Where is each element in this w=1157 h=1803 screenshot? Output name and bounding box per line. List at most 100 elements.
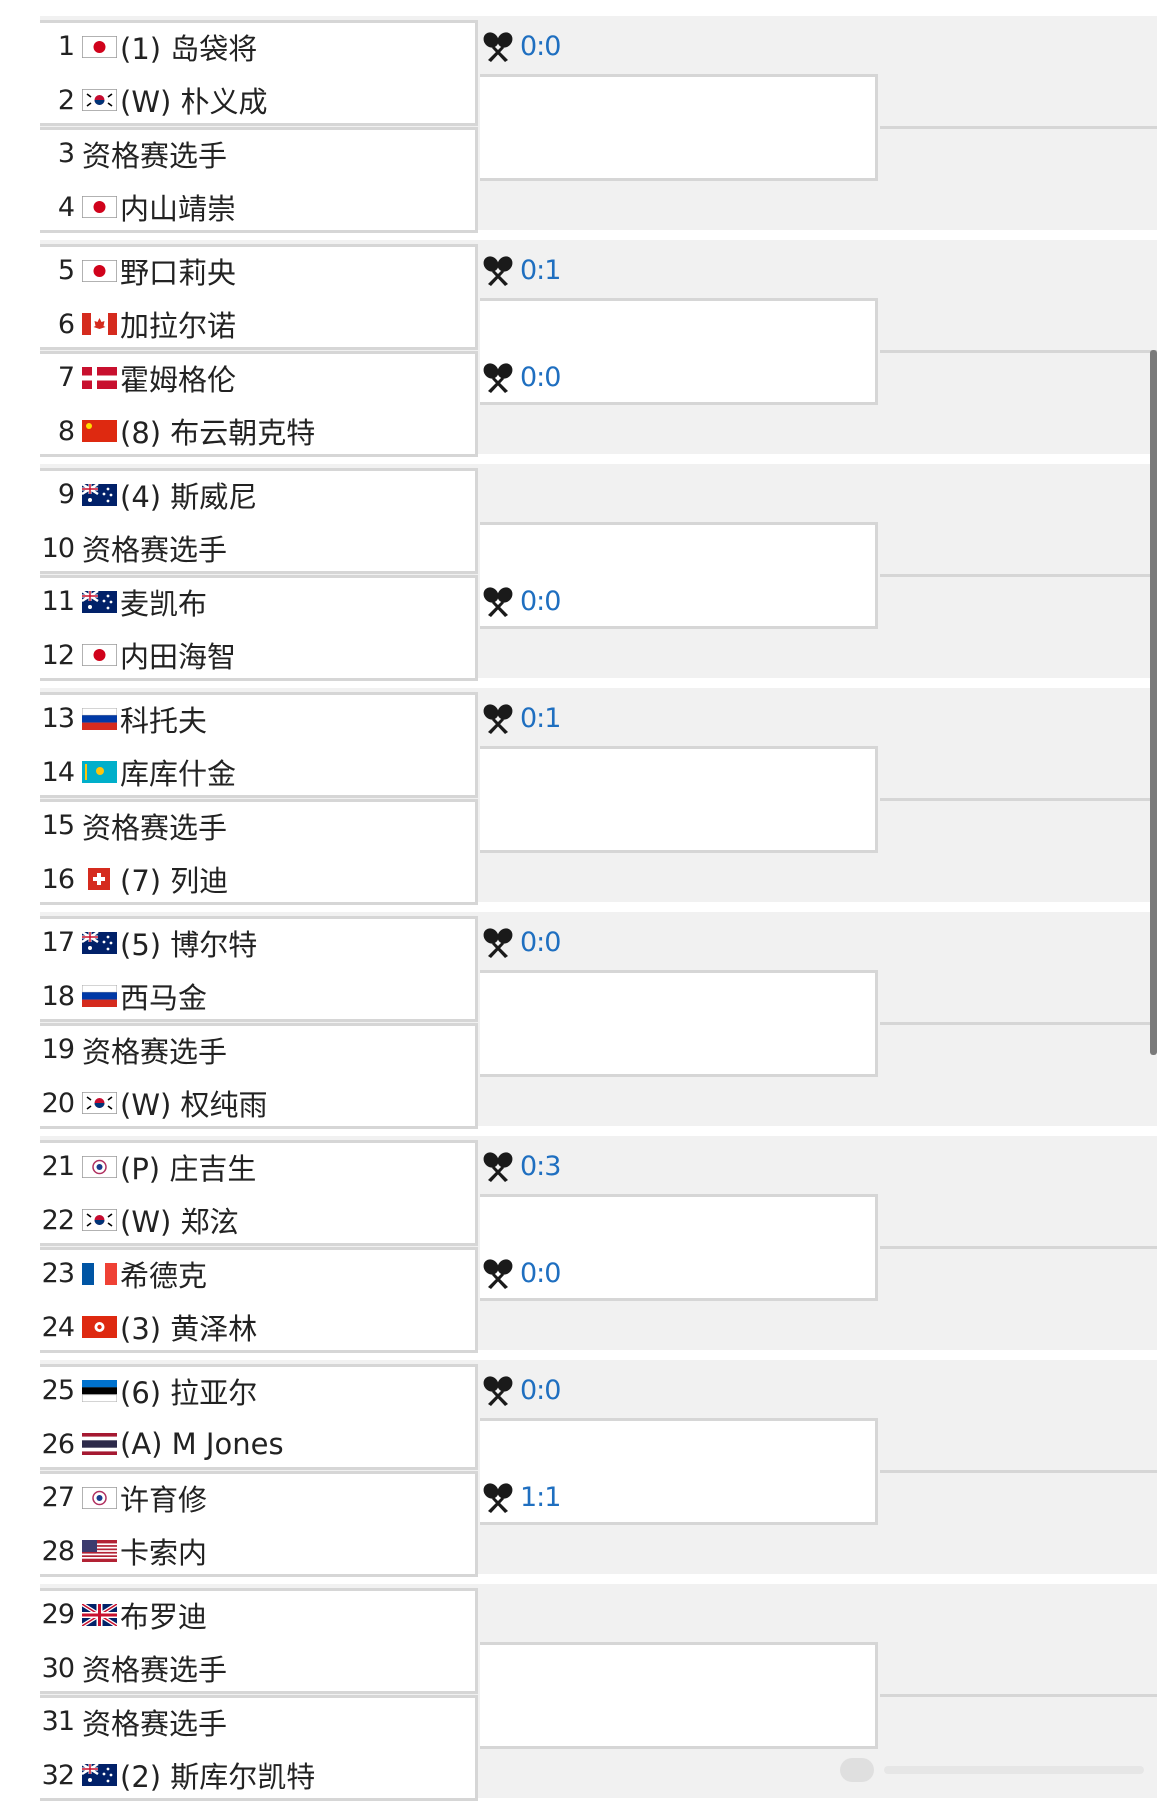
player-name[interactable]: (W) 朴义成 <box>120 85 268 119</box>
draw-position: 13 <box>41 703 75 734</box>
player-name[interactable]: (A) M Jones <box>120 1427 284 1461</box>
draw-position: 7 <box>57 362 75 393</box>
player-name[interactable]: 西马金 <box>120 981 208 1015</box>
head-to-head-badge[interactable]: 0:3 <box>482 1148 561 1184</box>
head-to-head-score[interactable]: 1:1 <box>520 1481 561 1513</box>
head-to-head-badge[interactable]: 0:1 <box>482 700 561 736</box>
draw-position: 9 <box>57 479 75 510</box>
player-row[interactable]: 25(6) 拉亚尔 <box>40 1364 476 1417</box>
vertical-scrollbar[interactable] <box>1150 350 1157 1055</box>
player-name[interactable]: (4) 斯威尼 <box>120 479 258 514</box>
player-name[interactable]: 许育修 <box>120 1482 208 1517</box>
player-name[interactable]: (7) 列迪 <box>120 864 229 898</box>
head-to-head-badge[interactable]: 0:1 <box>482 252 561 288</box>
usa-flag-icon <box>82 1540 117 1562</box>
head-to-head-score[interactable]: 0:0 <box>520 1374 561 1406</box>
head-to-head-badge[interactable]: 1:1 <box>482 1479 561 1515</box>
player-name[interactable]: (2) 斯库尔凯特 <box>120 1760 316 1794</box>
denmark-flag-icon <box>82 366 117 389</box>
player-name[interactable]: (6) 拉亚尔 <box>120 1375 258 1410</box>
estonia-flag-icon <box>81 1379 118 1403</box>
player-row[interactable]: 24(3) 黄泽林 <box>40 1301 476 1354</box>
head-to-head-score[interactable]: 0:1 <box>520 702 561 734</box>
head-to-head-score[interactable]: 0:3 <box>520 1150 561 1182</box>
japan-flag-icon <box>81 195 118 219</box>
player-name[interactable]: 科托夫 <box>120 703 208 738</box>
player-row[interactable]: 20(W) 权纯雨 <box>40 1077 476 1130</box>
head-to-head-score[interactable]: 0:0 <box>520 1257 561 1289</box>
player-name[interactable]: 加拉尔诺 <box>120 309 237 343</box>
head-to-head-badge[interactable]: 0:0 <box>482 1255 561 1291</box>
head-to-head-score[interactable]: 0:0 <box>520 585 561 617</box>
player-row[interactable]: 2(W) 朴义成 <box>40 74 476 127</box>
player-row[interactable]: 21(P) 庄吉生 <box>40 1140 476 1193</box>
player-row[interactable]: 22(W) 郑泫 <box>40 1194 476 1247</box>
head-to-head-badge[interactable]: 0:0 <box>482 924 561 960</box>
player-name[interactable]: 麦凯布 <box>120 586 208 621</box>
player-name[interactable]: (5) 博尔特 <box>120 927 258 962</box>
player-row[interactable]: 26(A) M Jones <box>40 1418 476 1471</box>
head-to-head-score[interactable]: 0:1 <box>520 254 561 286</box>
head-to-head-score[interactable]: 0:0 <box>520 926 561 958</box>
crossed-rackets-icon <box>482 1481 514 1513</box>
player-name[interactable]: 资格赛选手 <box>82 1034 228 1069</box>
player-row[interactable]: 16(7) 列迪 <box>40 853 476 906</box>
head-to-head-badge[interactable]: 0:0 <box>482 1372 561 1408</box>
player-name[interactable]: 内田海智 <box>120 640 237 674</box>
player-name[interactable]: (3) 黄泽林 <box>120 1312 258 1346</box>
player-row[interactable]: 8(8) 布云朝克特 <box>40 405 476 458</box>
player-name[interactable]: (1) 岛袋将 <box>120 31 258 66</box>
crossed-rackets-icon <box>482 30 514 62</box>
head-to-head-score[interactable]: 0:0 <box>520 361 561 393</box>
player-name[interactable]: (P) 庄吉生 <box>120 1151 257 1186</box>
player-row[interactable]: 1(1) 岛袋将 <box>40 20 476 73</box>
player-name[interactable]: 霍姆格伦 <box>120 362 237 397</box>
player-name[interactable]: 卡索内 <box>120 1536 208 1570</box>
player-name[interactable]: 资格赛选手 <box>82 1706 228 1741</box>
player-name[interactable]: 希德克 <box>120 1258 208 1293</box>
head-to-head-badge[interactable]: 0:0 <box>482 359 561 395</box>
player-name[interactable]: (8) 布云朝克特 <box>120 416 316 450</box>
head-to-head-badge[interactable]: 0:0 <box>482 583 561 619</box>
player-name[interactable]: 资格赛选手 <box>82 1653 228 1687</box>
player-name[interactable]: 资格赛选手 <box>82 533 228 567</box>
player-name[interactable]: 内山靖崇 <box>120 192 237 226</box>
head-to-head-badge[interactable]: 0:0 <box>482 28 561 64</box>
watermark-logo <box>840 1758 1144 1782</box>
player-row[interactable]: 17(5) 博尔特 <box>40 916 476 969</box>
player-name[interactable]: 布罗迪 <box>120 1599 208 1634</box>
head-to-head-score[interactable]: 0:0 <box>520 30 561 62</box>
draw-position: 15 <box>41 810 75 841</box>
player-name[interactable]: (W) 郑泫 <box>120 1205 239 1239</box>
player-name[interactable]: 资格赛选手 <box>82 138 228 173</box>
player-row[interactable]: 13 科托夫 <box>40 692 476 745</box>
player-name[interactable]: 资格赛选手 <box>82 810 228 845</box>
player-name[interactable]: 库库什金 <box>120 757 237 791</box>
player-row[interactable]: 9 (4) 斯威尼 <box>40 468 476 521</box>
player-row[interactable]: 7 霍姆格伦 <box>40 351 476 404</box>
japan-flag-icon <box>81 34 118 59</box>
player-name[interactable]: 野口莉央 <box>120 255 237 290</box>
player-name[interactable]: (W) 权纯雨 <box>120 1088 268 1122</box>
crossed-rackets-icon <box>482 254 514 286</box>
canada-flag-icon <box>82 313 117 335</box>
player-row[interactable]: 32(2) 斯库尔凯特 <box>40 1749 476 1802</box>
first-round-match[interactable] <box>40 799 478 905</box>
